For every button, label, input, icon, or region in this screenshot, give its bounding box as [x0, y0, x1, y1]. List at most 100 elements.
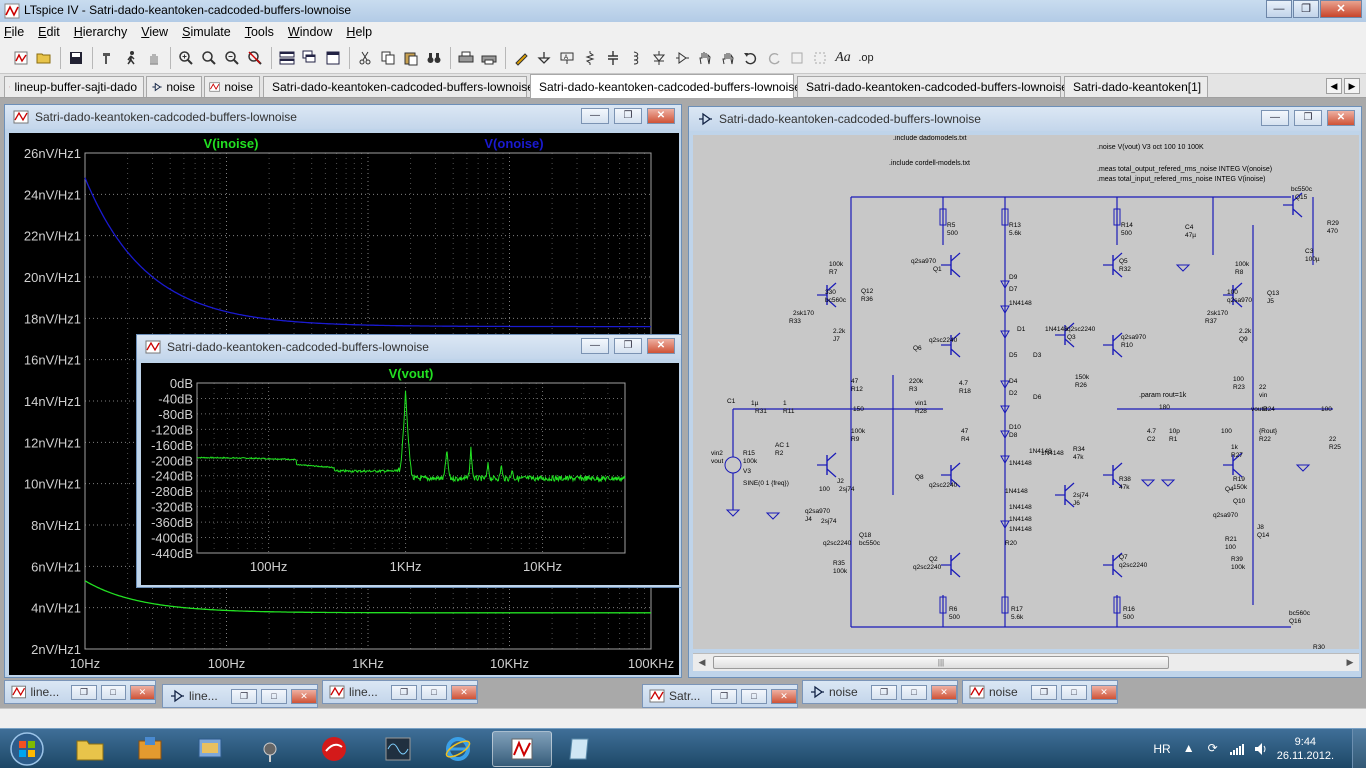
schematic-label[interactable]: 470	[1327, 228, 1338, 235]
scroll-left-icon[interactable]: ◀	[698, 657, 706, 667]
wire[interactable]	[1064, 482, 1075, 492]
ground-symbol[interactable]	[1295, 464, 1311, 472]
save-icon[interactable]	[65, 47, 87, 69]
schematic-label[interactable]: 100	[819, 486, 830, 493]
schematic-label[interactable]: R35	[833, 560, 845, 567]
schematic-label[interactable]: R5	[947, 222, 956, 229]
maximize-button[interactable]: ❐	[1293, 0, 1319, 18]
wire[interactable]	[1232, 452, 1243, 462]
copy-icon[interactable]	[377, 47, 399, 69]
schematic-label[interactable]: Q2	[929, 556, 938, 563]
schematic-label[interactable]: 2sk170	[793, 310, 814, 317]
schematic-label[interactable]: q2sa970	[1121, 334, 1146, 341]
schematic-window-titlebar[interactable]: Satri-dado-keantoken-cadcoded-buffers-lo…	[689, 107, 1361, 131]
schematic-label[interactable]: 47µ	[1185, 232, 1196, 239]
taskbar-oscilloscope-icon[interactable]	[370, 731, 426, 767]
schematic-label[interactable]: .param rout=1k	[1139, 392, 1187, 399]
schematic-label[interactable]: 10p	[1169, 428, 1180, 435]
trace-label-onoise[interactable]: V(onoise)	[484, 136, 543, 151]
schematic-label[interactable]: 1N4148	[1041, 450, 1064, 457]
schematic-label[interactable]: q2sc2240	[1067, 326, 1096, 333]
mirror-icon[interactable]	[809, 47, 831, 69]
schematic-label[interactable]: Q13	[1267, 290, 1280, 297]
schematic-label[interactable]: 1N4148	[1045, 326, 1068, 333]
wire[interactable]	[1112, 568, 1123, 578]
schematic-label[interactable]: R7	[829, 269, 838, 276]
fft-maximize-button[interactable]: ❐	[614, 338, 642, 354]
schematic-label[interactable]: J6	[1073, 500, 1080, 507]
wire[interactable]	[1232, 468, 1243, 478]
schematic-label[interactable]: Q12	[861, 288, 874, 295]
schematic-label[interactable]: 4.7	[959, 380, 968, 387]
move-hand-icon[interactable]	[694, 47, 716, 69]
network-signal-icon[interactable]	[1229, 741, 1245, 757]
schematic-label[interactable]: 500	[1123, 614, 1134, 621]
schematic-label[interactable]: 47	[851, 378, 859, 385]
maximize-button[interactable]: □	[261, 688, 287, 704]
maximize-button[interactable]: □	[421, 684, 447, 700]
schematic-label[interactable]: C1	[727, 398, 736, 405]
close-button[interactable]: ✕	[291, 688, 317, 704]
schematic-label[interactable]: 1N4148	[1009, 300, 1032, 307]
spice-directive-icon[interactable]: .op	[858, 51, 874, 64]
close-windows-icon[interactable]	[322, 47, 344, 69]
close-button[interactable]: ✕	[129, 684, 155, 700]
draw-wire-pencil-icon[interactable]	[510, 47, 532, 69]
schematic-label[interactable]: 500	[947, 230, 958, 237]
schematic-label[interactable]: 100	[1227, 289, 1238, 296]
schematic-label[interactable]: 1k	[1231, 444, 1239, 451]
schematic-label[interactable]: D1	[1017, 326, 1026, 333]
restore-button[interactable]: ❐	[711, 688, 737, 704]
pan-hand-icon[interactable]	[143, 47, 165, 69]
scroll-right-icon[interactable]: ▶	[1346, 657, 1354, 667]
schematic-label[interactable]: 150k	[1075, 374, 1090, 381]
taskbar-installer-icon[interactable]	[122, 731, 178, 767]
schematic-label[interactable]: R23	[1233, 384, 1245, 391]
schematic-label[interactable]: R37	[1205, 318, 1217, 325]
schematic-label[interactable]: 1N4148	[1009, 516, 1032, 523]
close-button[interactable]: ✕	[1091, 684, 1117, 700]
scrollbar-thumb[interactable]: |||	[713, 656, 1169, 669]
tab-satri-waveform-2[interactable]: Satri-dado-keantoken-cadcoded-buffers-lo…	[797, 76, 1068, 97]
resistor-symbol[interactable]	[1001, 596, 1009, 614]
schematic-label[interactable]: AC 1	[775, 442, 790, 449]
schematic-label[interactable]: bc560c	[825, 297, 847, 304]
schematic-label[interactable]: q2sa970	[1213, 512, 1238, 519]
schematic-label[interactable]: R21	[1225, 536, 1237, 543]
tray-expand-icon[interactable]: ▲	[1182, 741, 1195, 755]
text-icon[interactable]: Aa	[835, 49, 851, 65]
schematic-label[interactable]: bc550c	[1291, 186, 1313, 193]
schematic-label[interactable]: .meas total_output_refered_rms_noise INT…	[1097, 166, 1272, 173]
language-indicator[interactable]: HR	[1153, 742, 1171, 756]
schematic-label[interactable]: R28	[915, 408, 927, 415]
tab-lineup-buffer[interactable]: lineup-buffer-sajti-dado	[4, 76, 144, 97]
schematic-label[interactable]: 47	[961, 428, 969, 435]
schematic-label[interactable]: vout	[711, 458, 723, 465]
paste-icon[interactable]	[400, 47, 422, 69]
wire[interactable]	[1112, 348, 1123, 358]
print-icon[interactable]	[478, 47, 500, 69]
component-icon[interactable]	[671, 47, 693, 69]
schematic-label[interactable]: J8	[1257, 524, 1264, 531]
fft-plot-chart[interactable]: 0dB-40dB-80dB-120dB-160dB-200dB-240dB-28…	[141, 363, 679, 585]
schematic-label[interactable]: R27	[1231, 452, 1243, 459]
zoom-cancel-icon[interactable]	[244, 47, 266, 69]
schematic-label[interactable]: 150	[853, 406, 864, 413]
label-net-icon[interactable]: A	[556, 47, 578, 69]
schematic-label[interactable]: 100	[1225, 544, 1236, 551]
wire[interactable]	[950, 552, 961, 562]
schematic-label[interactable]: .include dadomodels.txt	[893, 135, 967, 142]
schematic-label[interactable]: J7	[833, 336, 840, 343]
schematic-label[interactable]: R39	[1231, 556, 1243, 563]
schematic-label[interactable]: vin	[1259, 392, 1268, 399]
schematic-label[interactable]: 150k	[1233, 484, 1248, 491]
schematic-label[interactable]: Q6	[913, 345, 922, 352]
system-clock[interactable]: 9:44 26.11.2012.	[1276, 736, 1334, 762]
schematic-label[interactable]: R12	[851, 386, 863, 393]
schematic-label[interactable]: R14	[1121, 222, 1133, 229]
diode-icon[interactable]	[648, 47, 670, 69]
redo-icon[interactable]	[763, 47, 785, 69]
schematic-close-button[interactable]: ✕	[1327, 110, 1355, 126]
schematic-label[interactable]: 2sj74	[821, 518, 837, 525]
resistor-symbol[interactable]	[939, 208, 947, 226]
